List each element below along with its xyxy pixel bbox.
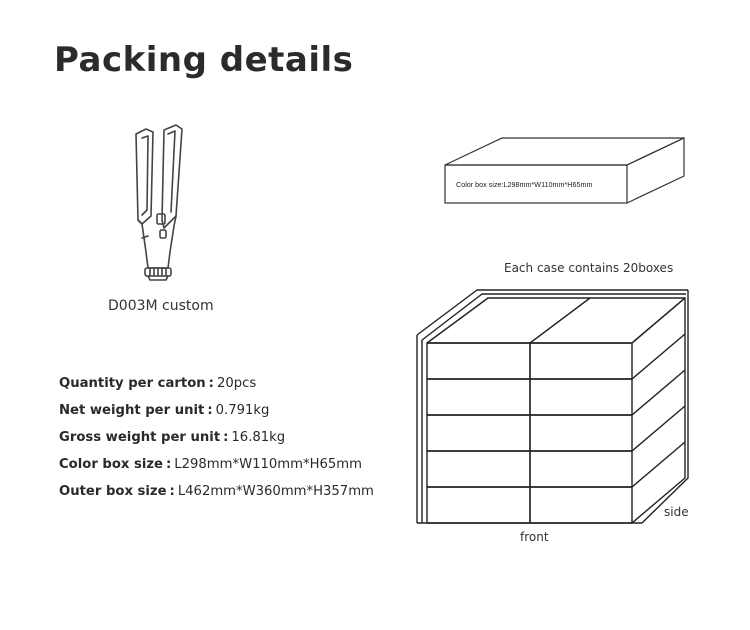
- spec-value: 20pcs: [216, 376, 257, 391]
- spec-separator: :: [166, 457, 172, 472]
- spec-key: Gross weight per unit: [59, 430, 221, 445]
- spec-value: L462mm*W360mm*H357mm: [177, 484, 374, 499]
- spec-row-gross-weight: Gross weight per unit:16.81kg: [59, 429, 374, 456]
- carton-illustration: [416, 289, 689, 524]
- spec-value: L298mm*W110mm*H65mm: [174, 457, 362, 472]
- product-label: D003M custom: [108, 298, 214, 314]
- color-box-illustration: Color box size:L298mm*W110mm*H65mm: [444, 137, 685, 204]
- spec-key: Color box size: [59, 457, 163, 472]
- spec-row-outer-box-size: Outer box size:L462mm*W360mm*H357mm: [59, 483, 374, 510]
- spec-key: Outer box size: [59, 484, 167, 499]
- spec-separator: :: [207, 403, 213, 418]
- spec-separator: :: [208, 376, 214, 391]
- spec-row-quantity: Quantity per carton:20pcs: [59, 375, 374, 402]
- case-caption: Each case contains 20boxes: [504, 261, 674, 275]
- side-label: side: [664, 505, 689, 519]
- spec-key: Quantity per carton: [59, 376, 206, 391]
- color-box-size-label: Color box size:L298mm*W110mm*H65mm: [456, 180, 592, 189]
- spec-key: Net weight per unit: [59, 403, 205, 418]
- spec-row-net-weight: Net weight per unit:0.791kg: [59, 402, 374, 429]
- front-label: front: [520, 530, 549, 544]
- spec-row-color-box-size: Color box size:L298mm*W110mm*H65mm: [59, 456, 374, 483]
- spec-value: 16.81kg: [231, 430, 286, 445]
- spec-separator: :: [169, 484, 175, 499]
- spec-separator: :: [223, 430, 229, 445]
- spec-list: Quantity per carton:20pcs Net weight per…: [59, 375, 374, 510]
- spec-value: 0.791kg: [215, 403, 270, 418]
- hair-straightener-icon: [135, 124, 183, 281]
- page-title: Packing details: [54, 40, 354, 80]
